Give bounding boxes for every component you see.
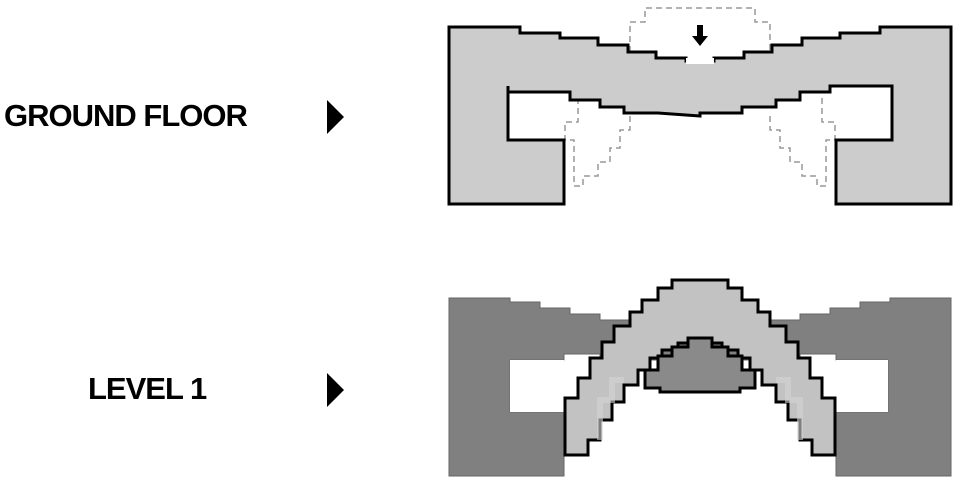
left-inner-ghost-outline — [564, 98, 631, 187]
level-1-inner-core — [643, 336, 757, 394]
right-inner-ghost-outline — [769, 98, 836, 187]
level-1-left-highlight — [597, 377, 624, 440]
level-1-left-courtyard — [510, 360, 564, 412]
entrance-gap — [686, 58, 714, 64]
level-1-right-highlight — [776, 377, 803, 440]
ground-floor-label: GROUND FLOOR — [4, 98, 248, 133]
ground-floor-pointer-icon — [327, 100, 344, 134]
level-1-right-courtyard — [836, 360, 888, 412]
level-1-outer-footprint — [448, 297, 952, 477]
level-1-pointer-icon — [327, 373, 344, 407]
level-1-arch-band — [563, 278, 837, 457]
level-1-label: LEVEL 1 — [88, 371, 207, 406]
ground-floor-footprint — [447, 25, 953, 206]
entrance-down-arrow-icon — [692, 25, 708, 46]
upper-level-ghost-outline — [629, 7, 771, 52]
ground-floor-plan — [447, 7, 953, 206]
level-1-plan — [448, 278, 952, 477]
